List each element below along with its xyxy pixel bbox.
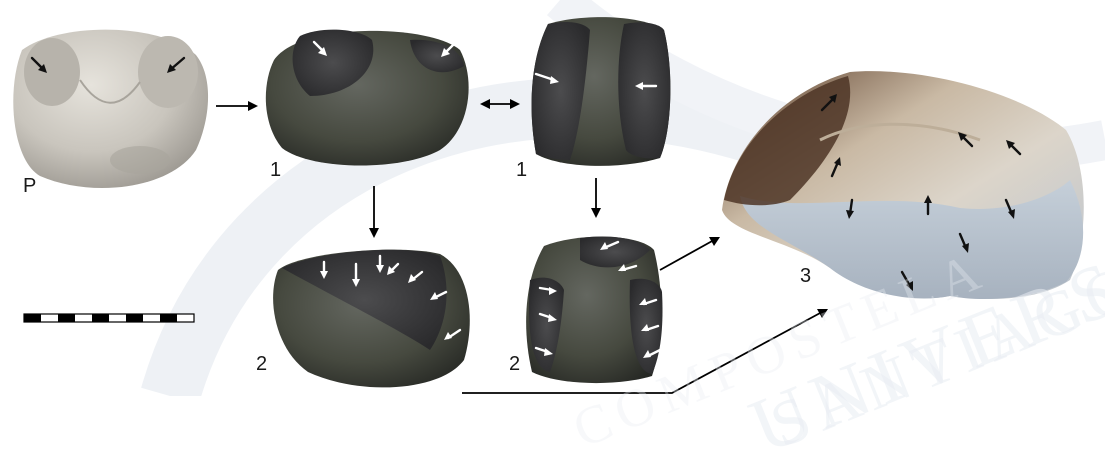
arrow-2-to-3-icon [660, 240, 714, 270]
stone-1-end-photo [532, 17, 671, 166]
label-stone-1-end: 1 [516, 160, 527, 180]
label-stone-1-side: 1 [270, 160, 281, 180]
scale-bar [24, 314, 194, 322]
stone-1-side-photo [266, 30, 469, 166]
stone-2-end-photo [526, 237, 662, 384]
arrow-head-icon [591, 208, 601, 218]
label-stone-2-end: 2 [509, 354, 520, 374]
label-p: P [23, 176, 36, 196]
arrow-head-icon [369, 228, 379, 238]
label-stone-2-side: 2 [256, 354, 267, 374]
stone-p-photo [13, 30, 208, 188]
arrow-head-icon [248, 101, 258, 111]
stone-2-side-photo [273, 250, 470, 388]
label-stone-3: 3 [800, 266, 811, 286]
